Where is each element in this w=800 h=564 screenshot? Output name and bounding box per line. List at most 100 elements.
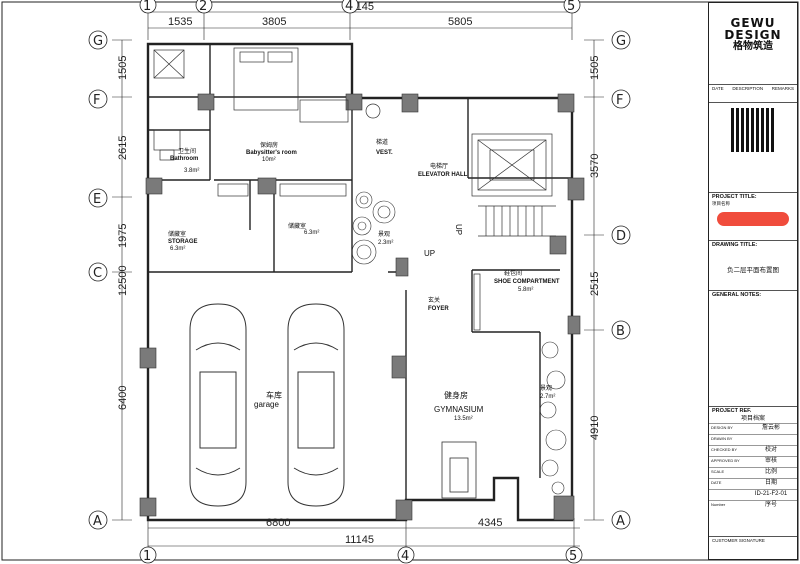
room-storage2-area: 6.3m²	[304, 230, 319, 236]
revision-header: DATE DESCRIPTION REMARKS	[709, 85, 797, 103]
dim-left-6400: 6400	[117, 386, 129, 410]
dim-top-3805: 3805	[262, 16, 286, 28]
general-notes-head: GENERAL NOTES:	[712, 292, 762, 298]
rev-remarks: REMARKS	[771, 86, 794, 91]
grid-top-5: 5	[567, 0, 575, 14]
dim-left-12500: 12500	[117, 265, 129, 296]
grid-right-A: A	[616, 514, 625, 529]
room-foyer-cn: 玄关	[428, 296, 440, 304]
room-shoe-cn: 鞋包间	[504, 269, 522, 277]
room-babysitter-en: Babysitter's room	[246, 150, 297, 156]
grid-bottom-4: 4	[401, 549, 409, 564]
room-garage-cn: 车库	[266, 390, 282, 400]
grid-left-G: G	[93, 34, 103, 49]
room-vest-cn: 梯道	[376, 138, 388, 146]
dim-left-1975: 1975	[117, 224, 129, 248]
grid-left-E: E	[93, 192, 101, 207]
grid-right-D: D	[616, 229, 626, 244]
room-gym-cn: 健身房	[444, 390, 468, 400]
dim-left-1505: 1505	[117, 56, 129, 80]
room-landscape1-cn: 景观	[378, 231, 390, 238]
project-title-redaction	[717, 211, 789, 226]
stair-up-label: UP	[424, 249, 435, 258]
interior-walls	[148, 44, 572, 500]
grid-bubbles-left	[88, 30, 108, 530]
grid-left-A: A	[93, 514, 102, 529]
room-garage-en: garage	[254, 400, 279, 409]
grid-top-1: 1	[143, 0, 151, 14]
dim-right-4910: 4910	[589, 416, 601, 440]
grid-left-C: C	[93, 266, 102, 281]
drawing-title-head: DRAWING TITLE:	[712, 242, 758, 248]
rev-date: DATE	[712, 86, 724, 91]
room-babysitter-area: 10m²	[262, 157, 276, 163]
room-elevator-en: ELEVATOR HALL	[418, 172, 468, 178]
signature-section: CUSTOMER SIGNATURE	[709, 537, 797, 551]
room-shoe-en: SHOE COMPARTMENT	[494, 279, 560, 285]
project-title-cn: 项目名称	[712, 200, 730, 206]
grid-left-F: F	[93, 93, 100, 108]
dim-left-2615: 2615	[117, 136, 129, 160]
dim-right-1505: 1505	[589, 56, 601, 80]
qr-code-icon	[731, 108, 775, 152]
room-storage1-en: STORAGE	[168, 239, 198, 245]
project-title-section: PROJECT TITLE: 项目名称	[709, 193, 797, 241]
dim-right-3570: 3570	[589, 154, 601, 178]
room-landscape2-cn: 景观	[540, 385, 552, 392]
gym-equipment	[441, 441, 477, 499]
brand-logo-cn: 格物筑造	[733, 41, 773, 52]
dim-right-2515: 2515	[589, 272, 601, 296]
grid-top-2: 2	[199, 0, 207, 14]
room-vest-en: VEST.	[376, 150, 393, 156]
room-storage1-cn: 储藏室	[168, 230, 186, 238]
grid-top-4: 4	[345, 0, 353, 14]
landscape-planters	[351, 191, 567, 495]
grid-bottom-5: 5	[569, 549, 577, 564]
room-babysitter-cn: 保姆房	[260, 141, 278, 149]
project-ref-cn: 项目档案	[740, 415, 765, 422]
project-title-head: PROJECT TITLE:	[712, 194, 757, 200]
room-storage2-cn: 储藏室	[288, 222, 306, 230]
room-shoe-area: 5.8m²	[518, 287, 533, 293]
left-dimensions	[112, 39, 132, 521]
room-storage1-area: 6.3m²	[170, 246, 185, 252]
stair-up-label-2: UP	[454, 224, 463, 235]
drawing-title-cn: 负二层平面布置图	[727, 266, 779, 274]
grid-bottom-1: 1	[143, 549, 151, 564]
project-ref-head: PROJECT REF.	[712, 408, 752, 414]
room-bath-cn: 卫生间	[178, 147, 196, 155]
room-landscape1-area: 2.3m²	[378, 240, 393, 246]
grid-right-F: F	[616, 93, 623, 108]
dim-top-5805: 5805	[448, 16, 472, 28]
staircase	[471, 133, 556, 237]
grid-bubbles-right	[611, 30, 631, 530]
grid-bubbles-top	[139, 0, 581, 14]
room-landscape2-area: 2.7m²	[540, 394, 555, 400]
title-block: GEWU DESIGN 格物筑造 DATE DESCRIPTION REMARK…	[708, 2, 798, 560]
drawing-title-section: DRAWING TITLE: 负二层平面布置图	[709, 241, 797, 291]
right-dimensions	[584, 39, 604, 521]
rev-desc: DESCRIPTION	[732, 86, 764, 91]
brand-logo-en: GEWU DESIGN	[724, 16, 782, 42]
dim-bottom-4345: 4345	[478, 517, 502, 529]
dim-bottom-total: 11145	[345, 534, 374, 546]
room-gym-en: GYMNASIUM	[434, 405, 484, 414]
qr-section	[709, 103, 797, 193]
ref-row: DRAWN BY	[709, 433, 797, 445]
room-elevator-cn: 电梯厅	[430, 162, 448, 170]
furniture	[153, 47, 481, 331]
dim-top-1535: 1535	[168, 16, 192, 28]
columns	[139, 93, 585, 521]
grid-bubbles-bottom	[139, 546, 583, 564]
grid-right-G: G	[616, 34, 626, 49]
car-left	[189, 303, 247, 507]
brand-section: GEWU DESIGN 格物筑造	[709, 3, 797, 85]
grid-right-B: B	[616, 324, 625, 339]
